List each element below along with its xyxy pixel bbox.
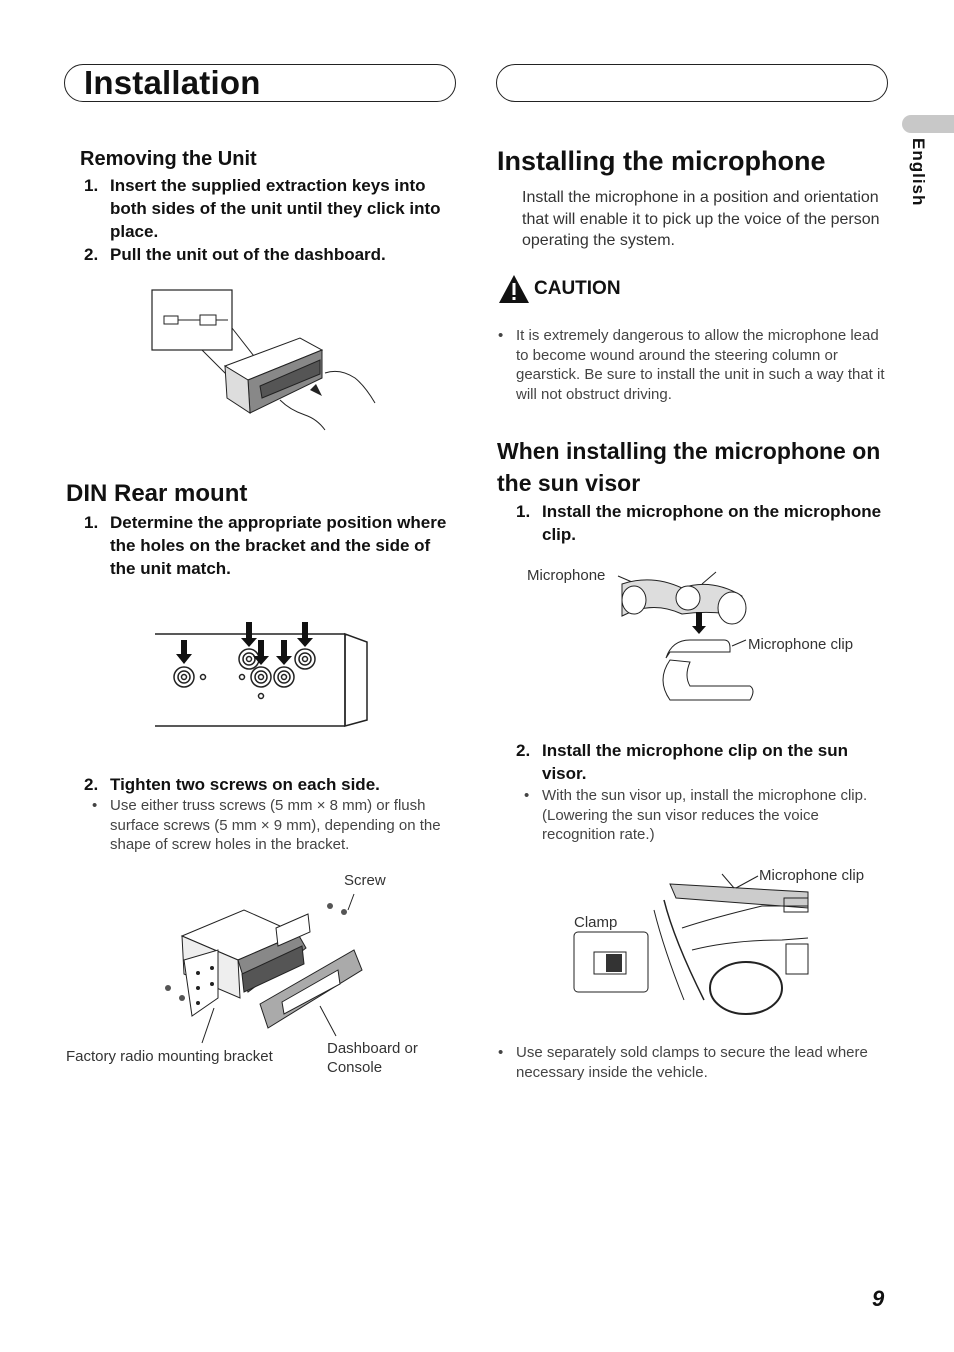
dashboard-label: Dashboard or Console xyxy=(327,1040,418,1076)
page-number: 9 xyxy=(872,1286,885,1311)
din-step-1: 1. Determine the appropriate position wh… xyxy=(84,513,447,578)
visor-step-2: 2. Install the microphone clip on the su… xyxy=(516,741,849,783)
microphone-label: Microphone xyxy=(527,567,606,584)
microphone-clip-label-2: Microphone clip xyxy=(759,867,865,884)
removing-unit-heading: Removing the Unit xyxy=(80,148,257,170)
caution-bullet: • It is extremely dangerous to allow the… xyxy=(498,327,885,403)
din-rear-mount-heading: DIN Rear mount xyxy=(66,480,248,507)
removing-step-1: 1. Insert the supplied extraction keys i… xyxy=(84,176,441,241)
sun-visor-heading: When installing the microphone on the su… xyxy=(497,438,881,496)
screw-type-note: • Use either truss screws (5 mm × 8 mm) … xyxy=(92,797,441,853)
language-tab-marker xyxy=(902,115,954,133)
installing-microphone-heading: Installing the microphone xyxy=(497,146,826,176)
title-frame-empty xyxy=(496,64,888,102)
microphone-clip-label: Microphone clip xyxy=(748,636,854,653)
microphone-clip-illustration xyxy=(617,571,754,701)
title-frame xyxy=(64,64,456,102)
clamp-label: Clamp xyxy=(574,914,618,931)
visor-step-1: 1. Install the microphone on the microph… xyxy=(516,502,882,544)
din-step-2: 2. Tighten two screws on each side. xyxy=(84,775,380,794)
microphone-intro: Install the microphone in a position and… xyxy=(522,189,880,249)
bracket-label: Factory radio mounting bracket xyxy=(66,1048,273,1065)
removal-illustration xyxy=(151,289,376,431)
page-title: Installation xyxy=(84,64,261,101)
screw-label: Screw xyxy=(344,872,386,889)
sun-visor-illustration xyxy=(573,873,809,1015)
language-label: English xyxy=(909,138,928,207)
removing-step-2: 2. Pull the unit out of the dashboard. xyxy=(84,245,386,264)
warning-icon xyxy=(499,275,529,303)
caution-label: CAUTION xyxy=(534,278,621,299)
bracket-mount-illustration xyxy=(165,893,363,1044)
bracket-holes-diagram xyxy=(155,622,368,727)
clamps-note: • Use separately sold clamps to secure t… xyxy=(498,1044,868,1081)
sun-visor-note: • With the sun visor up, install the mic… xyxy=(524,787,868,843)
